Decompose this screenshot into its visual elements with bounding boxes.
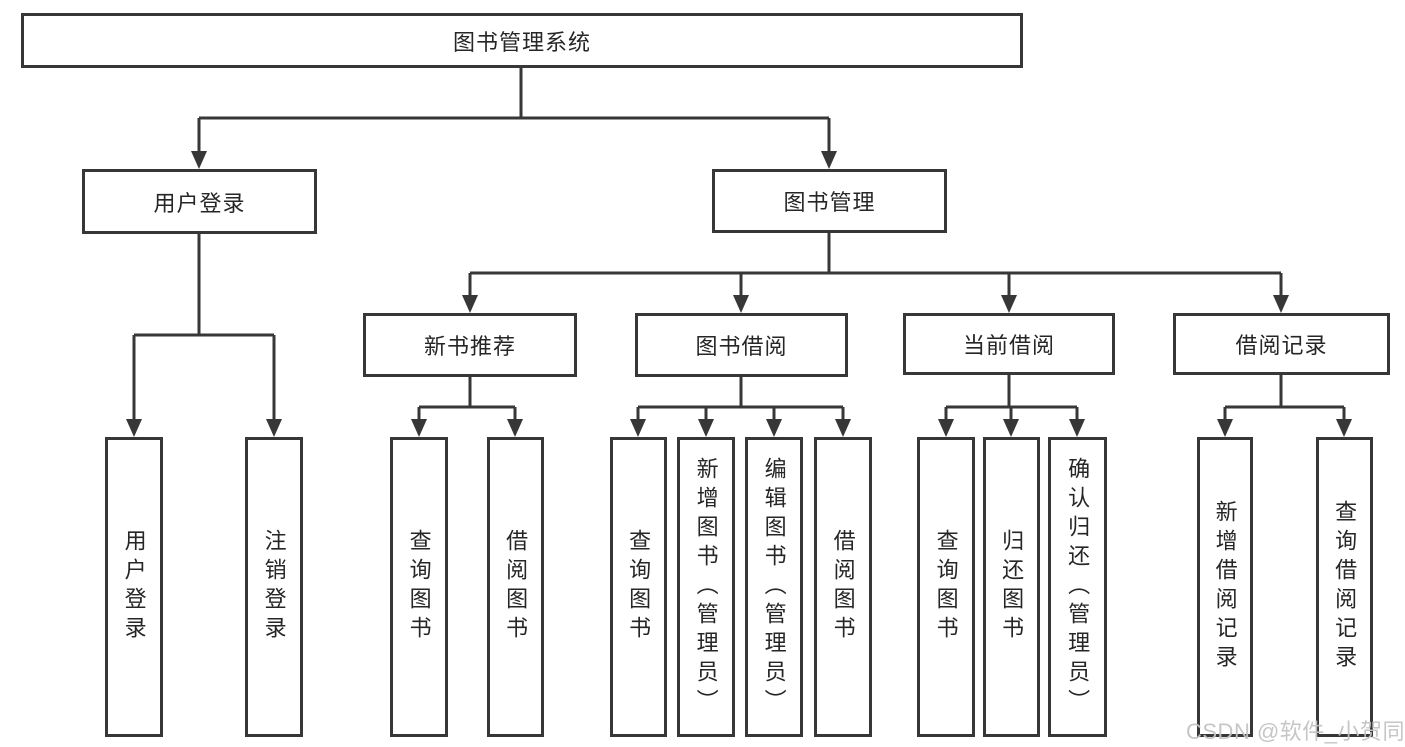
node-leaf-rec-borrow-books: 借阅图书	[487, 437, 544, 737]
node-label: 归还图书	[999, 529, 1025, 645]
node-user-login: 用户登录	[82, 169, 317, 234]
node-leaf-bb-borrow-books: 借阅图书	[814, 437, 872, 737]
node-leaf-logout: 注销登录	[245, 437, 303, 737]
node-label: 当前借阅	[962, 333, 1055, 358]
node-leaf-cb-return-books: 归还图书	[983, 437, 1040, 737]
node-label: 用户登录	[121, 529, 147, 645]
watermark: CSDN @软件_小贺同学	[1186, 719, 1405, 744]
node-label: 编辑图书（管理员）	[761, 456, 787, 718]
node-book-borrow: 图书借阅	[635, 313, 848, 377]
node-label: 借阅图书	[830, 529, 856, 645]
edge-lines	[132, 68, 1346, 421]
node-leaf-user-login: 用户登录	[105, 437, 163, 737]
node-label: 借阅记录	[1235, 333, 1328, 358]
node-leaf-bb-edit-books-admin: 编辑图书（管理员）	[745, 437, 803, 737]
node-label: 用户登录	[153, 190, 246, 216]
node-leaf-bb-query-books: 查询图书	[610, 437, 667, 737]
node-label: 图书管理	[783, 190, 876, 215]
node-label: 新书推荐	[423, 334, 516, 359]
node-leaf-br-query-record: 查询借阅记录	[1316, 437, 1373, 737]
node-label: 查询图书	[933, 529, 959, 645]
node-book-management: 图书管理	[712, 169, 947, 233]
node-label: 新增借阅记录	[1212, 500, 1238, 674]
node-label: 查询借阅记录	[1332, 500, 1358, 674]
node-current-borrow: 当前借阅	[903, 313, 1115, 375]
node-leaf-rec-query-books: 查询图书	[390, 437, 448, 737]
node-leaf-cb-confirm-return-admin: 确认归还（管理员）	[1048, 437, 1107, 737]
node-book-management-system: 图书管理系统	[21, 13, 1023, 68]
node-label: 查询图书	[626, 529, 652, 645]
node-label: 注销登录	[261, 529, 287, 645]
node-label: 图书管理系统	[452, 29, 591, 55]
node-label: 新增图书（管理员）	[693, 456, 719, 718]
node-leaf-cb-query-books: 查询图书	[917, 437, 975, 737]
node-label: 借阅图书	[503, 529, 529, 645]
node-label: 图书借阅	[695, 334, 788, 359]
node-label: 查询图书	[406, 529, 432, 645]
node-leaf-br-add-record: 新增借阅记录	[1197, 437, 1253, 737]
node-borrow-records: 借阅记录	[1173, 313, 1390, 375]
node-label: 确认归还（管理员）	[1065, 456, 1091, 718]
node-leaf-bb-add-books-admin: 新增图书（管理员）	[677, 437, 735, 737]
arrowheads	[126, 151, 1352, 437]
node-new-book-recommend: 新书推荐	[363, 313, 577, 377]
